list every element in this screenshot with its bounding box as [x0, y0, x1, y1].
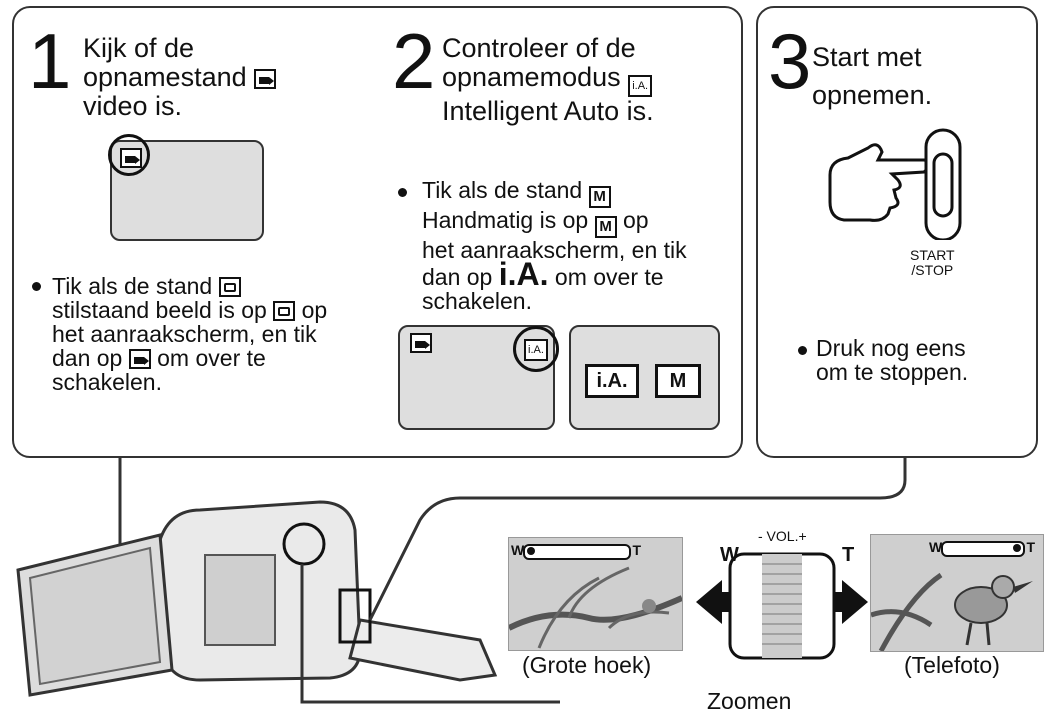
camcorder-illustration [16, 458, 560, 704]
step-2-bullet-text: Tik als de stand M Handmatig is op M op … [422, 177, 687, 314]
step-2-heading: Controleer of de opnamemodus i.A. Intell… [442, 33, 654, 126]
manual-mode-icon: M [588, 186, 611, 208]
zoom-lever-illustration [696, 552, 868, 660]
manual-mode-icon: M [594, 216, 617, 238]
video-mode-icon [410, 333, 432, 353]
bullet [32, 282, 41, 291]
video-mode-icon [128, 349, 151, 369]
intelligent-auto-icon: i.A. [628, 75, 653, 97]
step-2-number: 2 [392, 17, 436, 105]
bullet [398, 188, 407, 197]
step-1-heading: Kijk of de opnamestand video is. [83, 34, 277, 121]
zoom-knob [1013, 544, 1021, 552]
bird-illustration [871, 572, 1033, 651]
step-2-screen-right: i.A. M [569, 325, 720, 430]
hand-pressing-button-icon [828, 128, 962, 240]
wide-angle-caption: (Grote hoek) [522, 652, 652, 678]
step-3-number: 3 [768, 17, 812, 105]
telephoto-image: W T [870, 534, 1044, 652]
bullet [798, 346, 807, 355]
wide-angle-image: W T [508, 537, 683, 651]
step-3-heading: Start met opnemen. [812, 42, 933, 110]
still-mode-icon [273, 301, 296, 321]
zoom-t-label: T [842, 544, 855, 566]
highlight-circle [108, 134, 150, 176]
manual-button[interactable]: M [655, 364, 701, 398]
video-mode-icon [254, 69, 277, 89]
step-3-panel [756, 6, 1038, 458]
zoom-knob [527, 547, 535, 555]
zoom-label: Zoomen [707, 688, 792, 714]
zoom-vol-label: - VOL.+ [758, 528, 807, 544]
zoom-indicator-tele: W T [929, 539, 1035, 557]
zoom-indicator-wide: W T [511, 542, 641, 560]
still-mode-icon [218, 277, 241, 297]
highlight-circle [513, 326, 559, 372]
connector-line-step3 [368, 458, 907, 621]
ia-button[interactable]: i.A. [585, 364, 639, 398]
step-1-bullet-text: Tik als de stand stilstaand beeld is op … [52, 273, 328, 395]
start-stop-label: START /STOP [910, 247, 955, 278]
zoom-w-label: W [720, 544, 739, 566]
telephoto-caption: (Telefoto) [904, 652, 1000, 678]
ia-large-label: i.A. [498, 256, 549, 292]
step-1-number: 1 [28, 17, 72, 105]
step-3-bullet-text: Druk nog eens om te stoppen. [816, 335, 969, 385]
tree-branches-illustration [509, 566, 682, 649]
